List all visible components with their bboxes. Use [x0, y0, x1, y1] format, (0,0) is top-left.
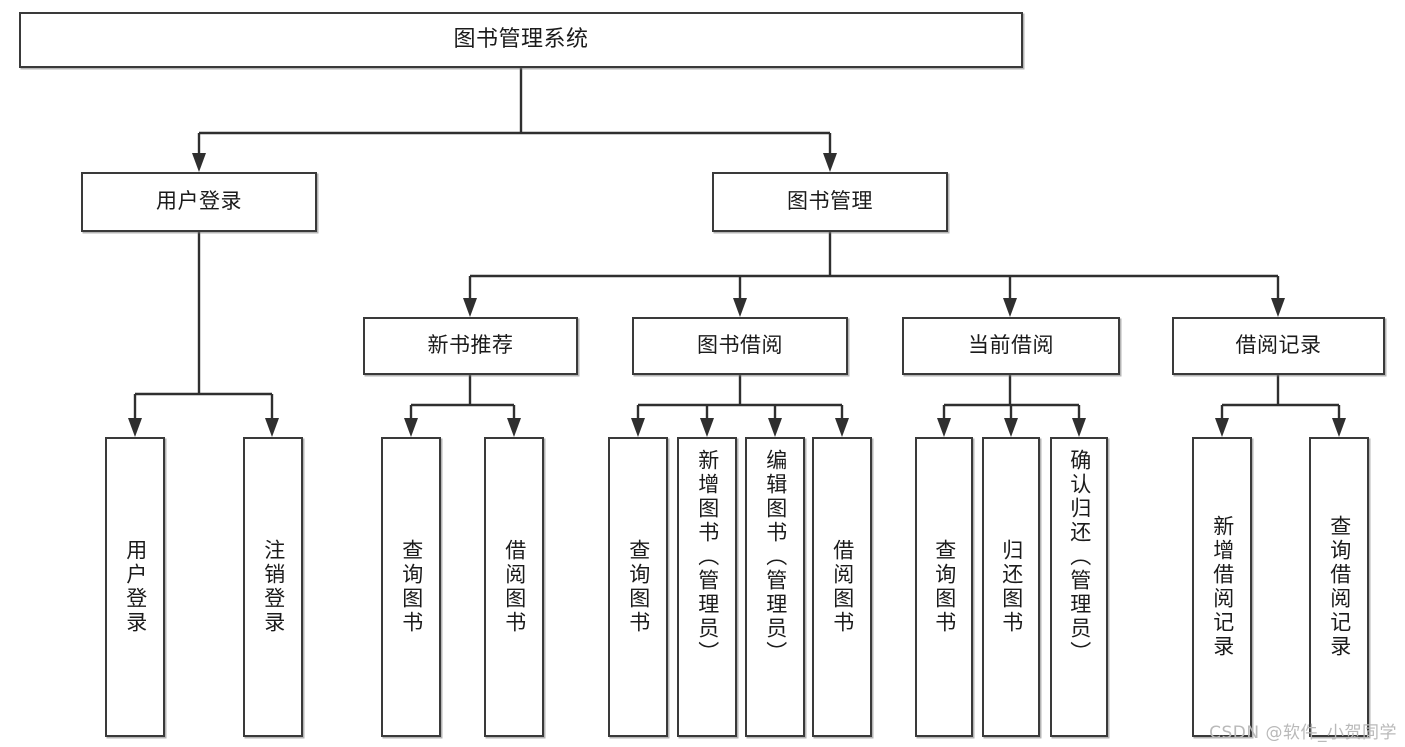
node-book-borrow-label: 图书借阅 — [697, 333, 783, 358]
arrowhead-confirm-return-admin — [1072, 418, 1086, 437]
node-leaf-borrow-book-1[interactable]: 借阅图书 — [484, 437, 544, 737]
node-leaf-edit-book-admin-label: 编辑图书（管理员） — [763, 449, 788, 665]
arrowhead-query-book-1 — [404, 418, 418, 437]
node-current-borrow[interactable]: 当前借阅 — [902, 317, 1120, 375]
arrowhead-query-book-3 — [937, 418, 951, 437]
node-leaf-add-borrow-record[interactable]: 新增借阅记录 — [1192, 437, 1252, 737]
arrowhead-edit-book-admin — [768, 418, 782, 437]
csdn-watermark: CSDN @软件_小贺同学 — [1209, 723, 1397, 743]
arrowhead-user-login — [192, 153, 206, 172]
node-leaf-query-borrow-record[interactable]: 查询借阅记录 — [1309, 437, 1369, 737]
node-leaf-edit-book-admin[interactable]: 编辑图书（管理员） — [745, 437, 805, 737]
node-current-borrow-label: 当前借阅 — [968, 333, 1054, 358]
arrowhead-current-borrow — [1003, 298, 1017, 317]
arrowhead-book-management — [823, 153, 837, 172]
arrowhead-book-borrow — [733, 298, 747, 317]
arrowhead-return-book — [1004, 418, 1018, 437]
node-leaf-return-book-label: 归还图书 — [999, 539, 1024, 635]
node-book-management[interactable]: 图书管理 — [712, 172, 948, 232]
node-leaf-query-book-1[interactable]: 查询图书 — [381, 437, 441, 737]
arrowhead-borrow-book-2 — [835, 418, 849, 437]
node-book-management-label: 图书管理 — [787, 189, 873, 214]
node-leaf-logout-login-label: 注销登录 — [261, 539, 286, 635]
node-leaf-confirm-return-admin[interactable]: 确认归还（管理员） — [1050, 437, 1108, 737]
arrowhead-leaf-user-login — [128, 418, 142, 437]
arrowhead-query-borrow-record — [1332, 418, 1346, 437]
node-leaf-query-book-3-label: 查询图书 — [932, 539, 957, 635]
node-leaf-borrow-book-2-label: 借阅图书 — [830, 539, 855, 635]
node-borrow-record-label: 借阅记录 — [1235, 333, 1322, 358]
node-root-book-management-system[interactable]: 图书管理系统 — [19, 12, 1023, 68]
arrowhead-borrow-record — [1271, 298, 1285, 317]
arrowhead-new-book-recommend — [463, 298, 477, 317]
node-new-book-recommend[interactable]: 新书推荐 — [363, 317, 578, 375]
node-new-book-recommend-label: 新书推荐 — [427, 333, 514, 358]
node-leaf-query-book-2-label: 查询图书 — [626, 539, 651, 635]
node-leaf-query-book-3[interactable]: 查询图书 — [915, 437, 973, 737]
node-leaf-logout-login[interactable]: 注销登录 — [243, 437, 303, 737]
node-root-label: 图书管理系统 — [453, 26, 589, 52]
arrowhead-query-book-2 — [631, 418, 645, 437]
node-leaf-user-login-label: 用户登录 — [123, 539, 148, 635]
node-user-login[interactable]: 用户登录 — [81, 172, 317, 232]
node-borrow-record[interactable]: 借阅记录 — [1172, 317, 1385, 375]
arrowhead-leaf-logout-login — [265, 418, 279, 437]
node-leaf-add-book-admin-label: 新增图书（管理员） — [695, 449, 720, 665]
node-leaf-query-borrow-record-label: 查询借阅记录 — [1327, 515, 1352, 659]
arrowhead-borrow-book-1 — [507, 418, 521, 437]
arrowhead-add-borrow-record — [1215, 418, 1229, 437]
node-leaf-add-borrow-record-label: 新增借阅记录 — [1210, 515, 1235, 659]
arrowhead-add-book-admin — [700, 418, 714, 437]
node-leaf-query-book-1-label: 查询图书 — [399, 539, 424, 635]
node-leaf-query-book-2[interactable]: 查询图书 — [608, 437, 668, 737]
node-leaf-borrow-book-2[interactable]: 借阅图书 — [812, 437, 872, 737]
node-user-login-label: 用户登录 — [156, 189, 242, 214]
node-leaf-borrow-book-1-label: 借阅图书 — [502, 539, 527, 635]
node-leaf-user-login[interactable]: 用户登录 — [105, 437, 165, 737]
node-book-borrow[interactable]: 图书借阅 — [632, 317, 848, 375]
node-leaf-add-book-admin[interactable]: 新增图书（管理员） — [677, 437, 737, 737]
node-leaf-return-book[interactable]: 归还图书 — [982, 437, 1040, 737]
node-leaf-confirm-return-admin-label: 确认归还（管理员） — [1067, 449, 1092, 665]
